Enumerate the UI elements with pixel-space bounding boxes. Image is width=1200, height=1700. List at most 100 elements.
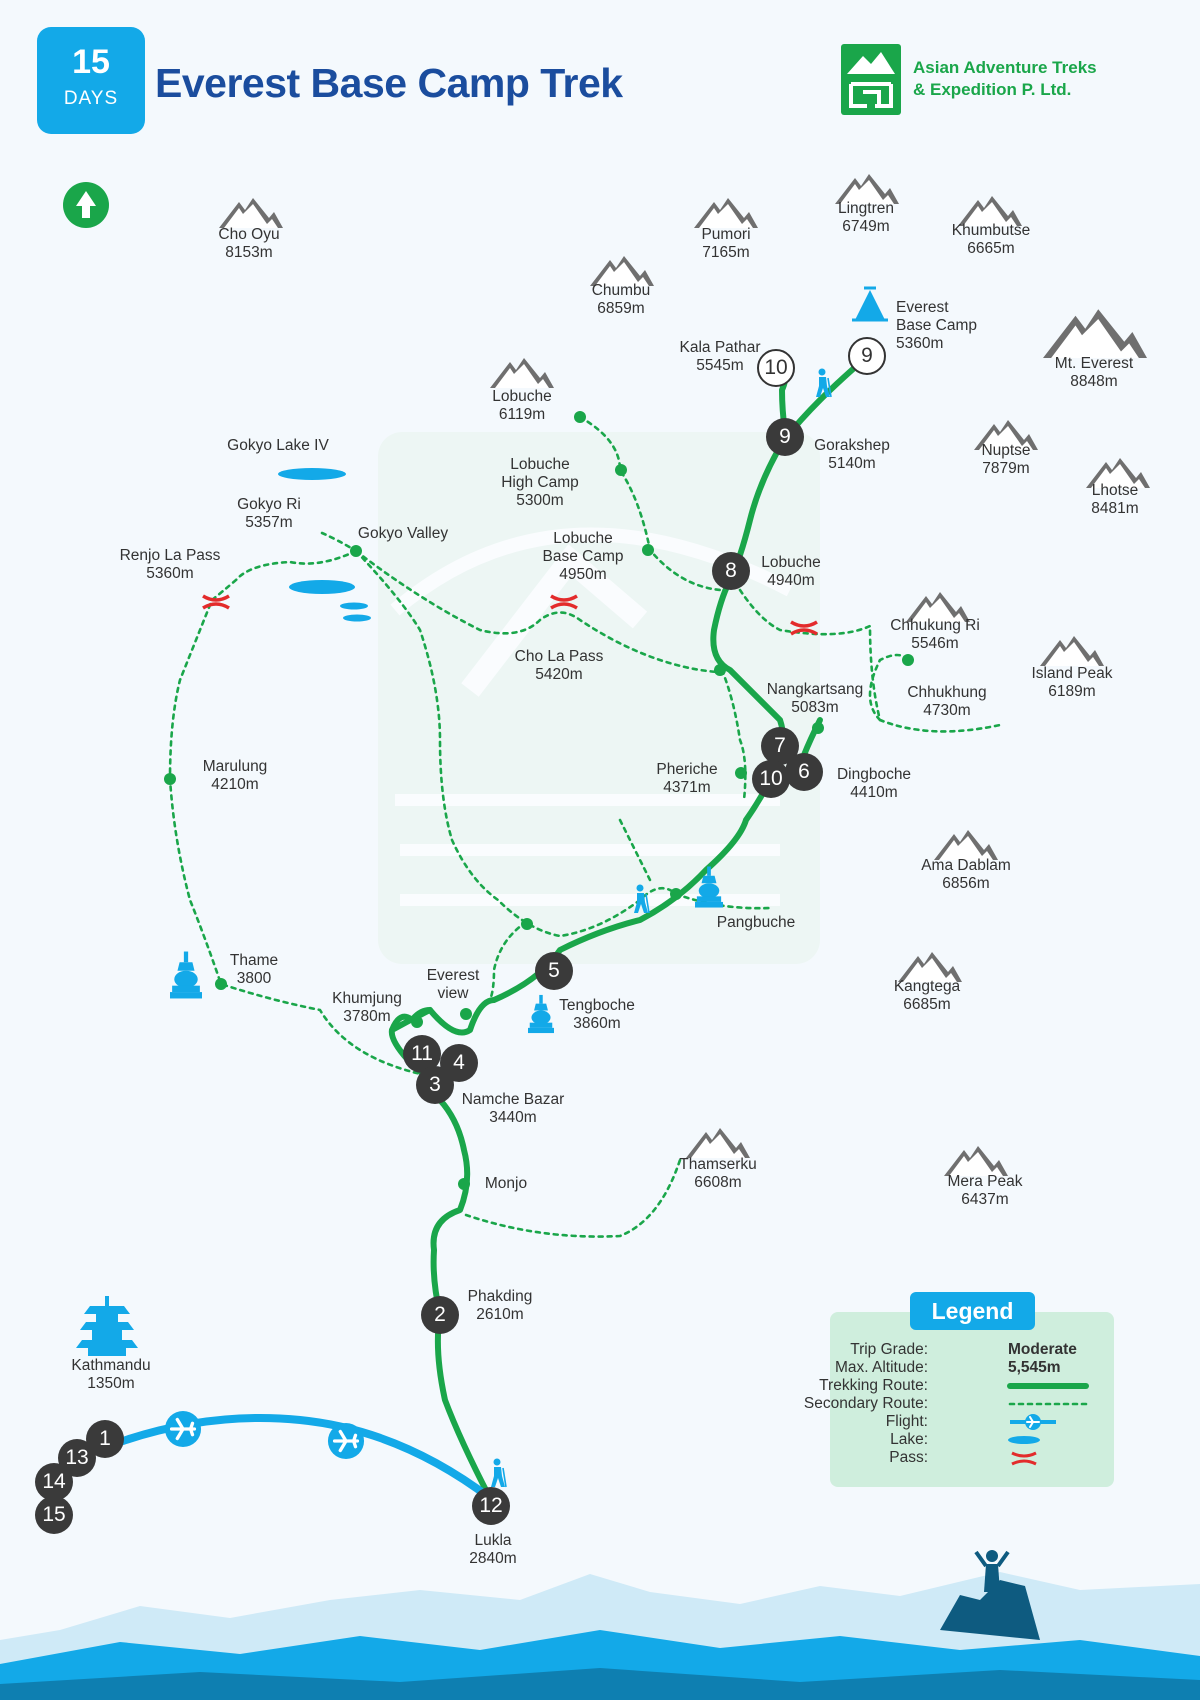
bottom-mountains xyxy=(0,1550,1200,1700)
waypoint-dot xyxy=(574,411,586,423)
pagoda-icon xyxy=(76,1296,138,1356)
mountain-icon xyxy=(686,1128,750,1158)
day-stop-lukla: 12 xyxy=(472,1487,510,1525)
legend-row-max-altitude: Max. Altitude: 5,545m xyxy=(830,1359,1114,1377)
waypoint-dot xyxy=(521,918,533,930)
tent-icon xyxy=(852,286,888,322)
plane-icon xyxy=(327,1422,365,1460)
page-title: Everest Base Camp Trek xyxy=(155,60,623,106)
day-stop-lobuche: 8 xyxy=(712,552,750,590)
company-name: Asian Adventure Treks & Expedition P. Lt… xyxy=(913,57,1097,101)
plane-icon xyxy=(164,1410,202,1448)
legend: Legend Trip Grade: Moderate Max. Altitud… xyxy=(804,1292,1114,1487)
day-stop-namche: 3 xyxy=(416,1066,454,1104)
mountain-icon xyxy=(1040,636,1104,666)
lake-icon xyxy=(340,602,368,610)
place-label-gokyo-lake-iv: Gokyo Lake IV xyxy=(227,437,329,454)
day-stop-gorakshep: 9 xyxy=(766,418,804,456)
mountain-icon xyxy=(694,198,758,228)
waypoint-dot xyxy=(615,464,627,476)
waypoint-dot xyxy=(735,767,747,779)
days-badge: 15 DAYS xyxy=(37,27,145,134)
legend-row-flight: Flight: xyxy=(830,1413,1114,1431)
mountain-icon xyxy=(1043,309,1147,358)
day-stop-tengboche: 5 xyxy=(535,952,573,990)
legend-row-pass: Pass: xyxy=(830,1449,1114,1467)
lake-icon xyxy=(1008,1436,1040,1444)
north-tree-icon xyxy=(63,182,109,228)
legend-trekking-route-swatch xyxy=(1007,1383,1089,1389)
mountain-icon xyxy=(219,198,283,228)
day-stop-dingboche: 6 xyxy=(785,753,823,791)
days-number: 15 xyxy=(72,43,110,81)
legend-trip-grade-label: Trip Grade: xyxy=(850,1341,928,1358)
waypoint-dot xyxy=(812,722,824,734)
legend-row-trekking-route: Trekking Route: xyxy=(819,1377,1114,1395)
lake-icon xyxy=(343,614,371,622)
waypoint-dot xyxy=(460,1008,472,1020)
stupa-icon xyxy=(170,951,202,999)
logo-mountain-icon xyxy=(847,52,895,108)
day-stop-dingboche-acclim: 7 xyxy=(761,727,799,765)
mountain-icon xyxy=(934,830,998,860)
lake-icon xyxy=(278,468,346,480)
lake-icon xyxy=(289,580,355,594)
legend-secondary-route-label: Secondary Route: xyxy=(803,1395,928,1412)
place-label-pangbuche: Pangbuche xyxy=(716,914,796,931)
day-stop-pheriche-return: 10 xyxy=(752,760,790,798)
days-unit: DAYS xyxy=(63,88,119,109)
day-stop-phakding: 2 xyxy=(421,1296,459,1334)
legend-trekking-route-label: Trekking Route: xyxy=(819,1377,928,1394)
summit-climber-icon xyxy=(974,1550,1010,1592)
legend-lake-label: Lake: xyxy=(890,1431,928,1448)
mountain-icon xyxy=(944,1146,1008,1176)
waypoint-dot xyxy=(350,545,362,557)
legend-secondary-route-swatch xyxy=(1008,1402,1088,1406)
mountain-icon xyxy=(490,358,554,388)
legend-title: Legend xyxy=(910,1292,1035,1330)
hiker-icon xyxy=(490,1458,507,1488)
lakes xyxy=(278,468,371,622)
waypoint-dot xyxy=(670,888,682,900)
waypoint-dot xyxy=(902,654,914,666)
legend-max-altitude-label: Max. Altitude: xyxy=(834,1359,928,1376)
waypoint-dot xyxy=(411,1016,423,1028)
stupa-icon xyxy=(528,994,554,1034)
day-stop-kala-pathar: 10 xyxy=(757,349,795,387)
legend-pass-label: Pass: xyxy=(889,1449,928,1466)
waypoint-dot xyxy=(714,664,726,676)
legend-row-lake: Lake: xyxy=(830,1431,1114,1449)
